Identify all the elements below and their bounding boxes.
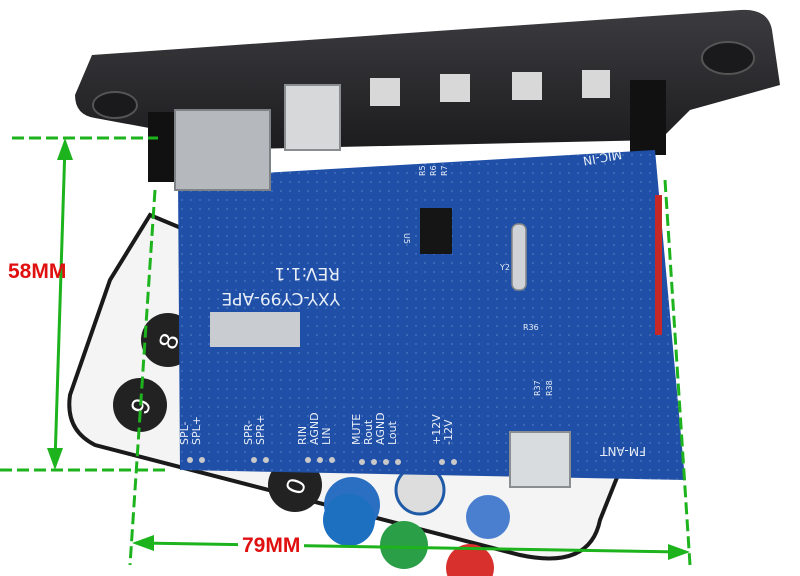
bezel-screw-hole-right [701, 41, 755, 75]
fm-antenna-connector [509, 431, 571, 488]
pcb-mic-label: MIC-IN [582, 147, 623, 168]
remote-button-green [380, 521, 428, 569]
arrowhead-left [132, 535, 154, 551]
dim-height-arrow [53, 144, 67, 463]
pcb-revision-label: REV:1.1 [274, 263, 340, 283]
dim-ext-right [663, 179, 692, 566]
bezel-bracket-right [630, 80, 666, 155]
component-label: R5 [418, 165, 427, 176]
dim-width-arrow [139, 541, 683, 554]
header-label: Lout [386, 420, 399, 445]
dimension-lines [0, 136, 692, 566]
pcb-model-label: YXY-CY99-APE [221, 288, 341, 308]
pcb-board: REV:1.1 YXY-CY99-APE MIC-IN FM-ANT SPL- … [174, 70, 685, 488]
header-label: +12V [430, 414, 443, 445]
pushbutton-3 [512, 72, 542, 100]
crystal-oscillator [511, 223, 527, 291]
arrowhead-right [668, 544, 690, 560]
header-label: -12V [442, 419, 455, 445]
metal-shield-pad [210, 312, 300, 347]
arrowhead-down [47, 448, 63, 470]
remote-button-stop [466, 495, 510, 539]
header-label: AGND [374, 412, 387, 445]
component-label: R38 [545, 380, 554, 396]
component-label: U5 [402, 233, 411, 244]
header-labels: SPL- SPL+ SPR- SPR+ RIN AGND LIN MUTE Ro… [178, 412, 455, 445]
header-label: SPR- [242, 420, 255, 445]
ic-chip [420, 208, 452, 254]
red-wire [655, 195, 662, 335]
header-label: SPL+ [190, 416, 203, 445]
component-label: R36 [523, 323, 539, 332]
dim-ext-left [128, 189, 157, 566]
component-label: Y2 [499, 263, 510, 272]
arrowhead-up [57, 138, 73, 160]
height-dimension-label: 58MM [8, 260, 67, 283]
width-dimension-label: 79MM [238, 534, 305, 558]
usb-connector [284, 84, 341, 151]
pushbutton-2 [440, 74, 470, 102]
component-labels: R5 R6 R7 U5 Y2 R36 R37 R38 [402, 165, 554, 396]
bezel-screw-hole-left [92, 91, 138, 119]
pushbutton-4 [582, 70, 610, 98]
header-label: MUTE [350, 414, 363, 445]
header-label: AGND [308, 412, 321, 445]
pushbutton-1 [370, 78, 400, 106]
header-label: SPR+ [254, 415, 267, 445]
header-pins [187, 457, 457, 465]
remote-button-red [446, 544, 494, 576]
header-label: Rout [362, 419, 375, 445]
header-label: LIN [320, 427, 333, 445]
component-label: R6 [429, 165, 438, 176]
component-label: R37 [533, 380, 542, 396]
component-label: R7 [440, 165, 449, 176]
sd-card-slot [174, 109, 271, 191]
remote-button-play [323, 494, 375, 546]
pcb-fm-label: FM-ANT [599, 444, 646, 458]
header-label: RIN [296, 426, 309, 445]
header-label: SPL- [178, 421, 191, 445]
